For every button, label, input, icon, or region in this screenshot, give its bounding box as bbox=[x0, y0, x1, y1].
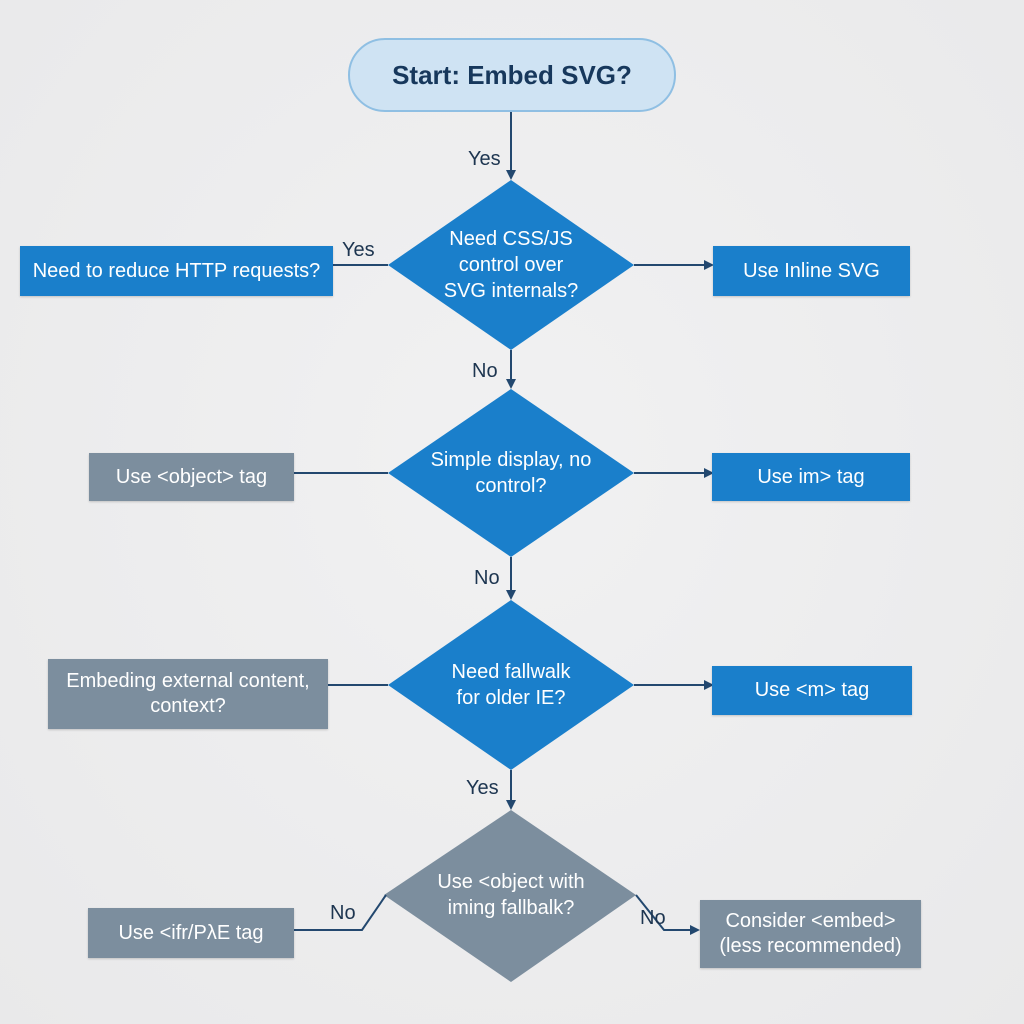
outcome-reduce-http-requests: Need to reduce HTTP requests? bbox=[20, 246, 333, 296]
decision-label-simple-display: Simple display, no control? bbox=[430, 449, 592, 497]
connector-d4-to-iframe-tag bbox=[294, 894, 387, 931]
outcome-m-tag: Use <m> tag bbox=[712, 666, 912, 715]
decision-label-object-img-fallback: Use <object with iming fallbalk? bbox=[437, 871, 585, 919]
decision-diamond-3 bbox=[388, 600, 634, 770]
outcome-iframe-tag: Use <ifr/PλE tag bbox=[88, 908, 294, 958]
decision-label-css-js-control: Need CSS/JS control over SVG internals? bbox=[443, 228, 579, 302]
outcome-inline-svg: Use Inline SVG bbox=[713, 246, 910, 296]
edge-label-no-1: No bbox=[472, 360, 498, 382]
decision-diamond-4 bbox=[384, 810, 636, 982]
edge-label-right-no: No bbox=[640, 907, 666, 929]
outcome-img-tag: Use im> tag bbox=[712, 453, 910, 501]
edge-label-left-yes: Yes bbox=[342, 239, 375, 261]
edge-label-left-no: No bbox=[330, 902, 356, 924]
start-node: Start: Embed SVG? bbox=[348, 38, 676, 112]
edge-label-start-yes: Yes bbox=[468, 148, 501, 170]
edge-label-no-2: No bbox=[474, 567, 500, 589]
outcome-object-tag: Use <object> tag bbox=[89, 453, 294, 501]
outcome-external-content: Embeding external content, context? bbox=[48, 659, 328, 729]
connector-d4-to-consider-embed bbox=[635, 894, 700, 935]
decision-label-fallback-ie: Need fallwalk for older IE? bbox=[451, 661, 571, 709]
decision-diamond-2 bbox=[388, 389, 634, 557]
edge-label-yes-3: Yes bbox=[466, 777, 499, 799]
decision-diamond-1 bbox=[388, 180, 634, 350]
outcome-consider-embed: Consider <embed> (less recommended) bbox=[700, 900, 921, 968]
